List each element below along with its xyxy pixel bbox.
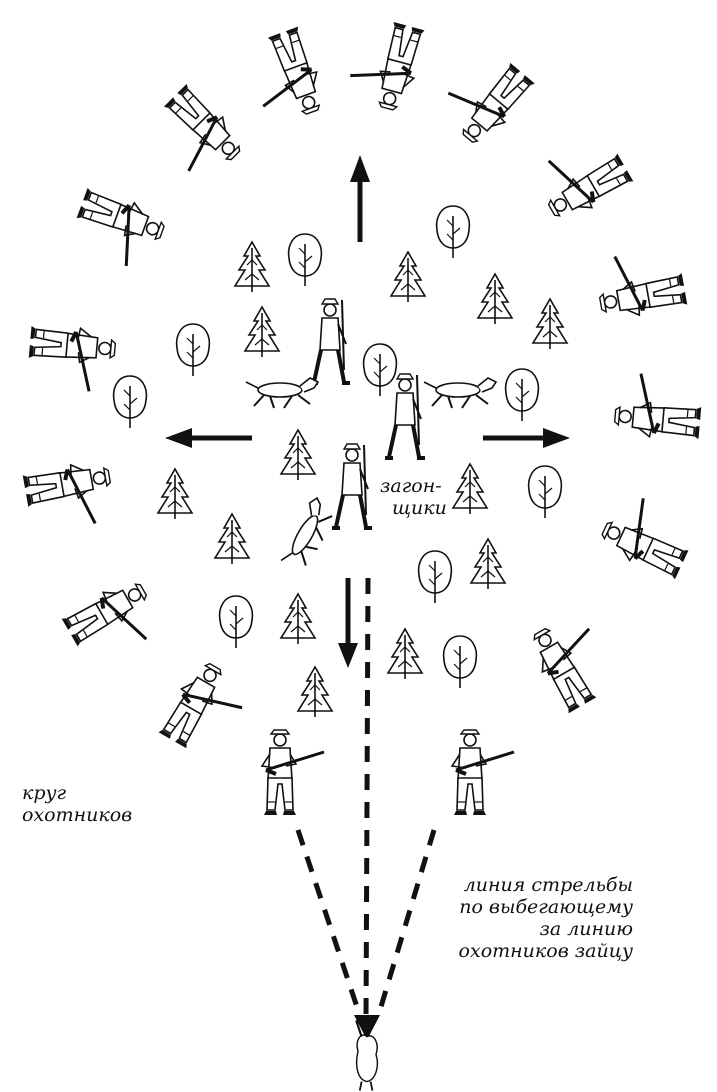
beater-figure bbox=[310, 299, 350, 383]
hunter-figure bbox=[345, 15, 427, 113]
leaf-tree bbox=[289, 234, 322, 286]
beaters-label: загон- щики bbox=[380, 475, 447, 519]
arrow-up bbox=[350, 155, 370, 242]
fir-tree bbox=[478, 274, 512, 324]
hunter-figure bbox=[597, 489, 700, 581]
fir-tree bbox=[471, 539, 505, 589]
firing-line-label-line1: линия стрельбы bbox=[418, 874, 633, 896]
hunter-figure bbox=[22, 459, 116, 535]
firing-line-label: линия стрельбы по выбегающему за линию о… bbox=[418, 874, 633, 962]
leaf-tree bbox=[506, 369, 539, 421]
hunter-figure bbox=[26, 324, 116, 393]
dog-figure bbox=[424, 378, 496, 408]
fir-tree bbox=[245, 307, 279, 357]
leaf-tree bbox=[177, 324, 210, 376]
hunter-figure bbox=[262, 730, 324, 815]
leaf-tree bbox=[444, 636, 477, 688]
leaf-tree bbox=[220, 596, 253, 648]
firing-line-center bbox=[366, 578, 368, 1020]
leaf-tree bbox=[529, 466, 562, 518]
fir-tree bbox=[453, 464, 487, 514]
firing-lines bbox=[298, 578, 434, 1020]
firing-line-label-line4: охотников зайцу bbox=[418, 940, 633, 962]
hunter-figure bbox=[61, 574, 166, 670]
fir-tree bbox=[215, 514, 249, 564]
leaf-tree bbox=[114, 376, 147, 428]
hunter-figure bbox=[614, 372, 704, 441]
hunter-circle-label-line1: круг bbox=[22, 782, 132, 804]
hunter-figure bbox=[593, 246, 687, 322]
arrow-down bbox=[338, 578, 358, 668]
firing-line-left bbox=[298, 830, 358, 1010]
hunter-figure bbox=[242, 26, 329, 127]
firing-line-label-line2: по выбегающему bbox=[418, 896, 633, 918]
beaters-label-line1: загон- bbox=[380, 475, 447, 497]
fir-tree bbox=[281, 430, 315, 480]
hunter-figure bbox=[144, 83, 248, 187]
fir-tree bbox=[158, 469, 192, 519]
firing-line-label-line3: за линию bbox=[418, 918, 633, 940]
hunter-figure bbox=[524, 610, 620, 715]
hunter-circle-label: круг охотников bbox=[22, 782, 132, 826]
fir-tree bbox=[533, 299, 567, 349]
fir-tree bbox=[281, 594, 315, 644]
dog-figure bbox=[246, 378, 318, 408]
forest bbox=[114, 206, 567, 717]
hunter-figure bbox=[157, 658, 253, 763]
leaf-tree bbox=[364, 344, 397, 396]
beaters-group bbox=[246, 299, 496, 573]
beater-figure bbox=[332, 444, 372, 528]
beater-figure bbox=[385, 374, 425, 458]
dog-figure bbox=[278, 496, 340, 573]
hunter-figure bbox=[434, 45, 536, 150]
hunter-figure bbox=[530, 129, 635, 225]
fir-tree bbox=[388, 629, 422, 679]
arrow-right bbox=[483, 428, 570, 448]
leaf-tree bbox=[419, 551, 452, 603]
fir-tree bbox=[298, 667, 332, 717]
fir-tree bbox=[235, 242, 269, 292]
hunter-circle-label-line2: охотников bbox=[22, 804, 132, 826]
beaters-label-line2: щики bbox=[380, 497, 447, 519]
hunter-figure bbox=[67, 186, 168, 273]
fir-tree bbox=[391, 252, 425, 302]
arrow-left bbox=[165, 428, 252, 448]
hunter-figure bbox=[452, 730, 514, 815]
leaf-tree bbox=[437, 206, 470, 258]
